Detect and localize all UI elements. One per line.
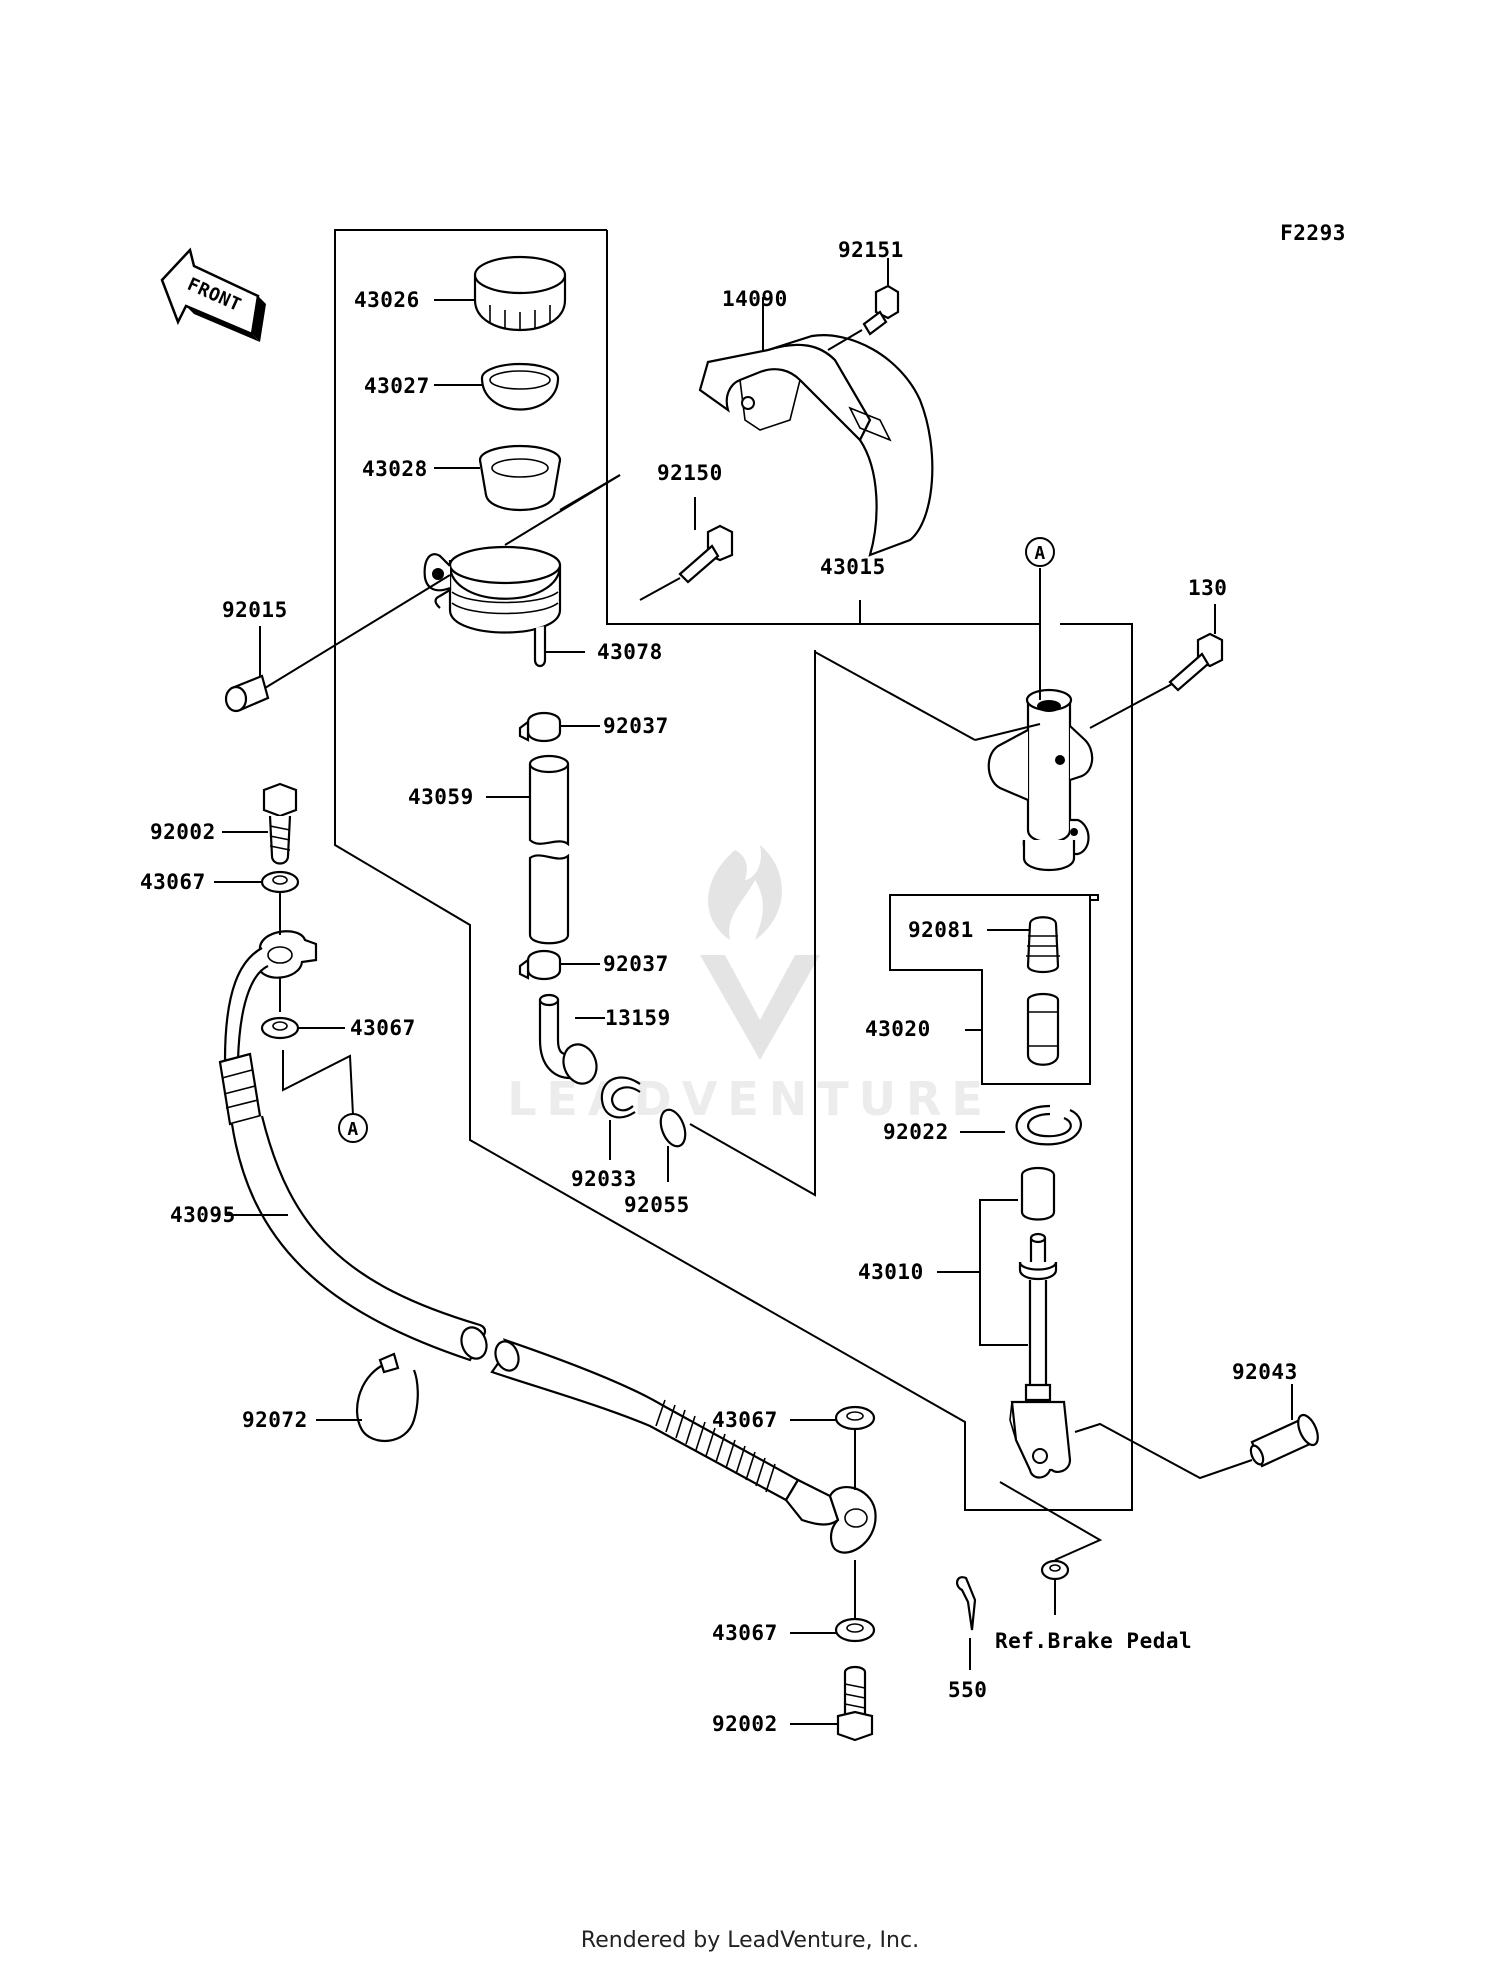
- label-43095: 43095: [170, 1203, 236, 1227]
- assembly-outline-lines: [334, 229, 1133, 1511]
- label-130: 130: [1188, 576, 1227, 600]
- hose-clamp-bottom: [518, 949, 562, 981]
- bolt-92151: [862, 284, 900, 336]
- label-92043: 92043: [1232, 1360, 1298, 1384]
- svg-text:A: A: [347, 1119, 358, 1140]
- label-43028: 43028: [362, 457, 428, 481]
- label-43067-second: 43067: [350, 1016, 416, 1040]
- hose-clamp-top: [518, 711, 562, 743]
- label-92037-top: 92037: [603, 714, 669, 738]
- ref-brake-pedal-label: Ref.Brake Pedal: [995, 1629, 1192, 1653]
- label-43020: 43020: [865, 1017, 931, 1041]
- hose-fitting: [538, 993, 598, 1085]
- label-92033: 92033: [571, 1167, 637, 1191]
- label-43015: 43015: [820, 555, 886, 579]
- ref-a-bubble-right: A: [1025, 537, 1055, 567]
- label-43078: 43078: [597, 640, 663, 664]
- brake-hose: [218, 947, 840, 1526]
- front-arrow-icon: FRONT: [160, 247, 266, 342]
- pin-92043: [1249, 1413, 1319, 1468]
- banjo-bolt-top: [262, 782, 298, 865]
- label-550: 550: [948, 1678, 987, 1702]
- hose-clamp-92072: [355, 1352, 419, 1443]
- reservoir-cap: [473, 255, 567, 332]
- washer-43067-second: [260, 1016, 300, 1040]
- washer-ref: [1040, 1559, 1070, 1581]
- label-14090: 14090: [722, 287, 788, 311]
- label-92072: 92072: [242, 1408, 308, 1432]
- push-rod-assembly: [1018, 1166, 1058, 1402]
- diaphragm: [478, 444, 562, 511]
- primary-cup: [1026, 992, 1060, 1066]
- guard-cover: [698, 334, 934, 557]
- snap-ring-92033: [600, 1076, 641, 1119]
- diagram-code: F2293: [1280, 221, 1346, 245]
- label-92015: 92015: [222, 598, 288, 622]
- clevis: [1009, 1400, 1072, 1479]
- kit-box-43020: [889, 894, 1099, 1085]
- label-92022: 92022: [883, 1120, 949, 1144]
- washer-43067-third: [834, 1405, 876, 1431]
- bolt-130: [1168, 632, 1224, 692]
- part-labels: 43026 43027 43028 92015 43078 92037 4305…: [140, 238, 1298, 1736]
- label-43010: 43010: [858, 1260, 924, 1284]
- footer-credit: Rendered by LeadVenture, Inc.: [580, 1928, 920, 1953]
- label-92002-bottom: 92002: [712, 1712, 778, 1736]
- o-ring-92055: [659, 1108, 687, 1148]
- washer-43067-bottom: [834, 1617, 876, 1643]
- banjo-fitting-bottom: [828, 1486, 877, 1554]
- label-43026: 43026: [354, 288, 420, 312]
- watermark-logo: [700, 845, 820, 1060]
- pin-92015: [224, 674, 270, 713]
- svg-text:A: A: [1034, 543, 1045, 564]
- label-43067-third: 43067: [712, 1408, 778, 1432]
- label-92002-top: 92002: [150, 820, 216, 844]
- label-92081: 92081: [908, 918, 974, 942]
- label-43067-top: 43067: [140, 870, 206, 894]
- master-cylinder-body: [987, 688, 1094, 872]
- reservoir-body: [423, 545, 562, 668]
- ref-a-bubble-left: A: [338, 1113, 368, 1143]
- label-43027: 43027: [364, 374, 430, 398]
- label-92055: 92055: [624, 1193, 690, 1217]
- banjo-bolt-bottom: [836, 1665, 874, 1742]
- label-43067-bottom: 43067: [712, 1621, 778, 1645]
- diaphragm-plate: [480, 362, 560, 411]
- reservoir-hose: [528, 754, 570, 945]
- label-92151: 92151: [838, 238, 904, 262]
- label-43059: 43059: [408, 785, 474, 809]
- label-92037-bottom: 92037: [603, 952, 669, 976]
- label-13159: 13159: [605, 1006, 671, 1030]
- label-92150: 92150: [657, 461, 723, 485]
- cotter-pin: [956, 1576, 977, 1631]
- bolt-92150: [678, 524, 734, 584]
- snap-ring-92022: [1015, 1104, 1082, 1146]
- spring-92081: [1026, 916, 1060, 974]
- washer-43067-top: [260, 870, 300, 894]
- banjo-fitting-top: [256, 930, 318, 979]
